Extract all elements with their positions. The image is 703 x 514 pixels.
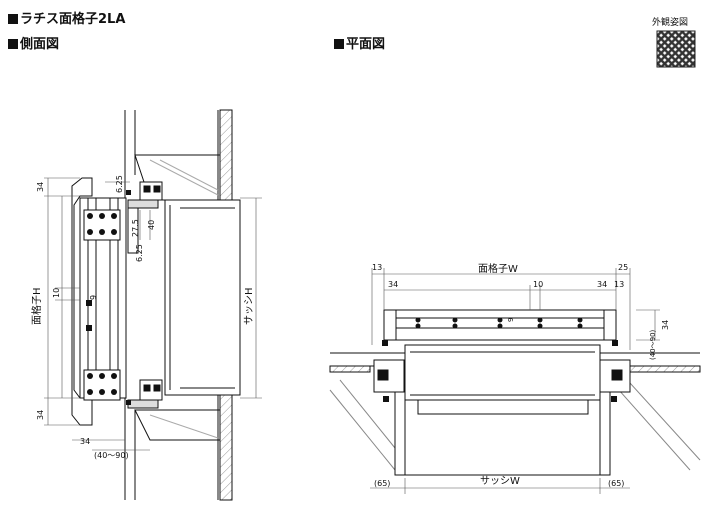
plan-dim-34-side: 34 <box>661 320 670 330</box>
plan-view-drawing <box>329 309 701 476</box>
side-dim-34-lower: 34 <box>80 437 90 446</box>
title-text: ラチス面格子2LA <box>20 12 126 27</box>
side-dim-40-90: (40～90) <box>94 451 129 460</box>
side-dim-6-25-a: 6.25 <box>115 175 124 193</box>
side-dim-6-25-b: 6.25 <box>135 244 144 262</box>
plan-view-labels: 13 面格子W 25 34 10 34 13 9 34 (40～90) (65)… <box>372 262 670 488</box>
plan-view-fasteners <box>382 317 618 402</box>
plan-label-grille-w: 面格子W <box>478 262 518 275</box>
plan-view-heading: 平面図 <box>334 33 385 52</box>
plan-dim-25: 25 <box>618 263 628 272</box>
plan-dim-34-right: 34 <box>597 280 607 289</box>
plan-dim-13-left: 13 <box>372 263 382 272</box>
plan-view-dimensions <box>370 268 660 494</box>
plan-dim-65-right: (65) <box>608 479 624 488</box>
plan-dim-40-90: (40～90) <box>649 329 657 360</box>
appearance-label: 外観姿図 <box>652 18 689 28</box>
side-dim-40: 40 <box>147 220 156 230</box>
square-bullet-icon <box>8 39 18 49</box>
side-dim-34-top: 34 <box>36 182 45 192</box>
side-label-sash-h: サッシH <box>243 287 255 325</box>
appearance-swatch <box>656 30 696 68</box>
plan-dim-10: 10 <box>533 280 543 289</box>
side-view-heading: 側面図 <box>8 33 59 52</box>
drawing-title: ラチス面格子2LA <box>8 8 125 27</box>
side-view-drawing <box>71 109 241 501</box>
side-dim-9: 9 <box>89 295 98 300</box>
plan-label-sash-w: サッシW <box>480 475 520 487</box>
side-dim-10: 10 <box>52 288 61 298</box>
side-view-labels: 34 6.25 27.5 40 6.25 10 9 34 34 (40～90) … <box>30 175 255 460</box>
plan-dim-34-left: 34 <box>388 280 398 289</box>
square-bullet-icon <box>8 14 18 24</box>
side-label-grille-h: 面格子H <box>30 287 43 325</box>
side-dim-27-5: 27.5 <box>131 219 140 237</box>
plan-dim-9: 9 <box>507 318 515 322</box>
side-view-heading-text: 側面図 <box>20 37 60 52</box>
plan-view-heading-text: 平面図 <box>346 37 386 52</box>
side-view-fasteners <box>86 190 131 405</box>
square-bullet-icon <box>334 39 344 49</box>
plan-dim-65-left: (65) <box>374 479 390 488</box>
plan-dim-13-right: 13 <box>614 280 624 289</box>
side-view-dimensions <box>44 177 262 451</box>
side-dim-34-bottom: 34 <box>36 410 45 420</box>
